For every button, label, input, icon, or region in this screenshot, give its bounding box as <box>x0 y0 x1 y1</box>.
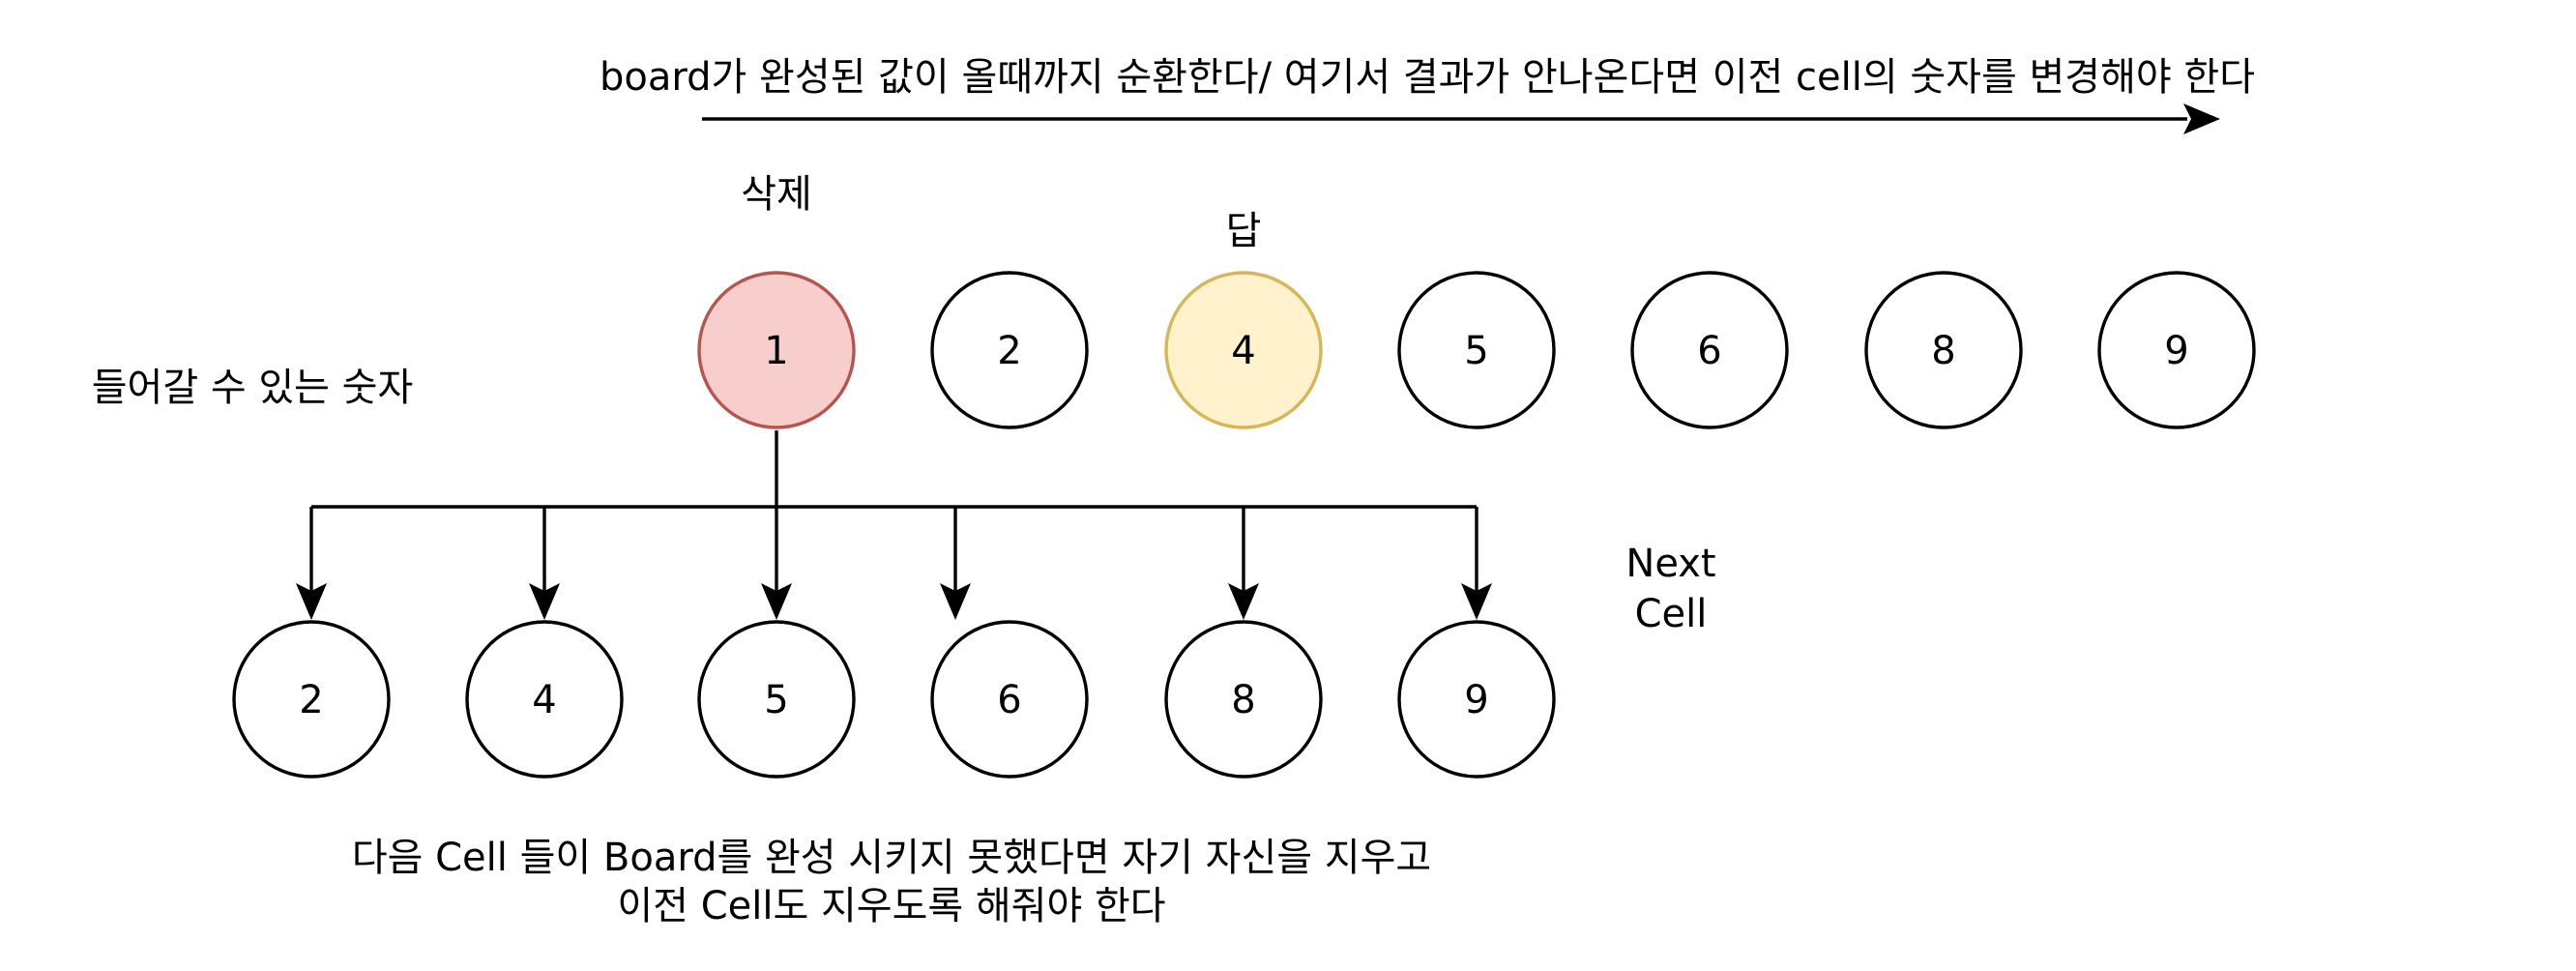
next-node-4: 4 <box>465 620 624 779</box>
top-node-9: 9 <box>2097 271 2256 429</box>
top-node-9-value: 9 <box>2164 329 2188 373</box>
next-node-8-circle <box>1164 620 1323 779</box>
next-node-9-circle <box>1397 620 1556 779</box>
top-node-4-circle <box>1164 271 1323 429</box>
next-node-4-circle <box>465 620 624 779</box>
next-node-2-circle <box>232 620 391 779</box>
next-node-8: 8 <box>1164 620 1323 779</box>
top-node-8-value: 8 <box>1931 329 1955 373</box>
next-cell-label-line-2: Cell <box>1635 592 1708 636</box>
top-node-8: 8 <box>1864 271 2023 429</box>
top-node-1-value: 1 <box>764 329 788 373</box>
top-node-1-circle <box>697 271 856 429</box>
arrowhead-to-node-2 <box>296 583 327 620</box>
next-node-6: 6 <box>930 620 1089 779</box>
delete-label: 삭제 <box>741 172 812 217</box>
arrowhead-to-node-6 <box>940 583 971 620</box>
top-node-2-circle <box>930 271 1089 429</box>
next-node-4-value: 4 <box>532 678 556 722</box>
tree-edges <box>296 430 1492 620</box>
top-node-8-circle <box>1864 271 2023 429</box>
bottom-note-line-1: 다음 Cell 들이 Board를 완성 시키지 못했다면 자기 자신을 지우고 <box>352 836 1431 880</box>
top-node-4: 4 <box>1164 271 1323 429</box>
arrowhead-to-node-8 <box>1228 583 1259 620</box>
top-node-2: 2 <box>930 271 1089 429</box>
top-row-nodes: 1 2 4 5 6 8 9 <box>697 271 2256 429</box>
top-arrowhead <box>2183 103 2220 134</box>
arrowhead-to-node-5 <box>761 583 792 620</box>
available-numbers-label: 들어갈 수 있는 숫자 <box>92 366 414 410</box>
next-node-6-circle <box>930 620 1089 779</box>
arrowhead-to-node-9 <box>1461 583 1492 620</box>
top-node-6: 6 <box>1630 271 1789 429</box>
next-node-6-value: 6 <box>997 678 1021 722</box>
next-node-2-value: 2 <box>299 678 323 722</box>
top-node-9-circle <box>2097 271 2256 429</box>
top-note: board가 완성된 값이 올때까지 순환한다/ 여기서 결과가 안나온다면 이… <box>600 55 2255 100</box>
top-node-6-circle <box>1630 271 1789 429</box>
next-node-5-value: 5 <box>764 678 788 722</box>
next-node-2: 2 <box>232 620 391 779</box>
top-node-5-circle <box>1397 271 1556 429</box>
answer-label: 답 <box>1226 209 1262 253</box>
top-node-5: 5 <box>1397 271 1556 429</box>
bottom-note-line-2: 이전 Cell도 지우도록 해줘야 한다 <box>617 884 1165 928</box>
top-node-4-value: 4 <box>1231 329 1255 373</box>
next-cell-label-line-1: Next <box>1625 542 1715 586</box>
next-node-9: 9 <box>1397 620 1556 779</box>
top-node-6-value: 6 <box>1697 329 1721 373</box>
next-node-5-circle <box>697 620 856 779</box>
top-node-1: 1 <box>697 271 856 429</box>
top-node-2-value: 2 <box>997 329 1021 373</box>
top-arrow <box>702 103 2220 134</box>
next-node-8-value: 8 <box>1231 678 1255 722</box>
top-node-5-value: 5 <box>1464 329 1488 373</box>
next-node-5: 5 <box>697 620 856 779</box>
next-node-9-value: 9 <box>1464 678 1488 722</box>
bottom-row-nodes: 2 4 5 6 8 9 <box>232 620 1556 779</box>
arrowhead-to-node-4 <box>529 583 560 620</box>
